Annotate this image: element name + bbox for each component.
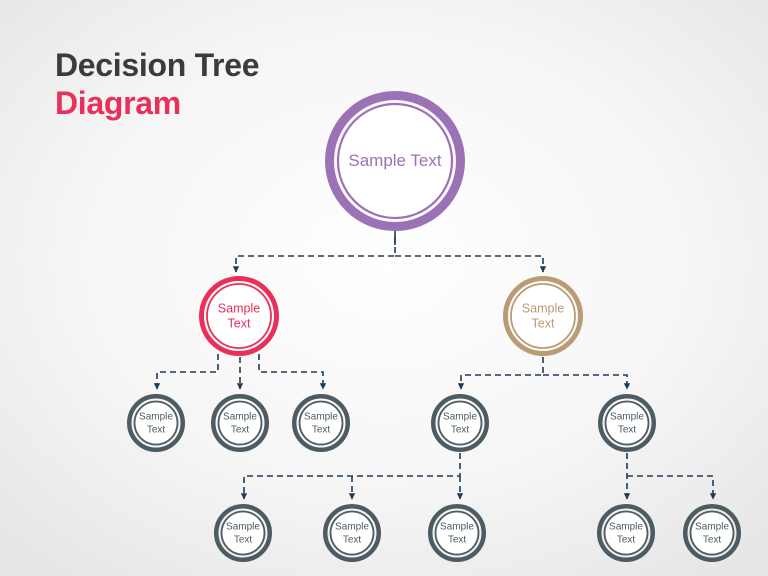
node-label-line: Sample xyxy=(226,522,260,533)
connector-left-to-l1 xyxy=(153,354,219,390)
node-outer-ring xyxy=(431,394,489,452)
node-outer-ring xyxy=(683,504,741,562)
node-outer-ring xyxy=(127,394,185,452)
node-label-line: Sample xyxy=(223,412,257,423)
node-label-line: Text xyxy=(618,425,637,436)
node-label-line: Text xyxy=(617,535,636,546)
node-inner-circle xyxy=(206,283,272,349)
node-label-line: Sample xyxy=(695,522,729,533)
connector-group xyxy=(153,231,717,500)
connector-r2-to-r2b xyxy=(627,475,717,500)
node-label-line: Text xyxy=(343,535,362,546)
node-inner-circle xyxy=(603,510,649,556)
node-inner-circle xyxy=(434,510,480,556)
node-root: Sample Text xyxy=(325,91,465,231)
node-label-line: Sample xyxy=(139,412,173,423)
node-outer-ring xyxy=(199,276,279,356)
node-label-line: Text xyxy=(448,535,467,546)
title-line-1: Decision Tree xyxy=(55,47,260,83)
node-label-line: Text xyxy=(451,425,470,436)
node-outer-ring xyxy=(503,276,583,356)
node-outer-ring xyxy=(428,504,486,562)
node-outer-ring xyxy=(325,91,465,231)
node-outer-ring xyxy=(597,504,655,562)
node-label-line: Sample xyxy=(522,301,564,315)
connector-right-to-r2 xyxy=(543,374,631,390)
node-label-line: Text xyxy=(234,535,253,546)
node-inner-circle xyxy=(329,510,375,556)
node-inner-circle xyxy=(604,400,650,446)
node-inner-circle xyxy=(133,400,179,446)
node-inner-circle xyxy=(220,510,266,556)
connector-root-to-right xyxy=(395,255,547,273)
node-label-line: Sample xyxy=(335,522,369,533)
node-label-line: Sample xyxy=(304,412,338,423)
node-outer-ring xyxy=(598,394,656,452)
node-label-line: Text xyxy=(147,425,166,436)
node-inner-circle xyxy=(336,102,454,220)
title-line-2: Diagram xyxy=(55,85,181,121)
node-group: Sample TextSampleTextSampleTextSampleTex… xyxy=(127,91,741,562)
node-outer-ring xyxy=(292,394,350,452)
diagram-title: Decision Tree Diagram xyxy=(55,46,260,122)
node-label-line: Text xyxy=(231,425,250,436)
node-label-line: Sample xyxy=(610,412,644,423)
connector-right-to-r1 xyxy=(457,357,544,390)
node-outer-ring xyxy=(214,504,272,562)
node-label-line: Sample xyxy=(218,301,260,315)
node-inner-circle xyxy=(217,400,263,446)
node-label-line: Text xyxy=(703,535,722,546)
node-inner-circle xyxy=(298,400,344,446)
node-inner-circle xyxy=(437,400,483,446)
node-label-line: Sample Text xyxy=(348,151,442,170)
node-label-line: Sample xyxy=(443,412,477,423)
node-label-line: Text xyxy=(312,425,331,436)
connector-root-to-left xyxy=(232,237,396,273)
node-label-line: Sample xyxy=(440,522,474,533)
node-inner-circle xyxy=(689,510,735,556)
node-outer-ring xyxy=(211,394,269,452)
node-inner-circle xyxy=(510,283,576,349)
connector-left-to-l3 xyxy=(258,354,327,390)
node-label-line: Text xyxy=(532,316,555,330)
node-label-line: Text xyxy=(228,316,251,330)
node-outer-ring xyxy=(323,504,381,562)
node-label-line: Sample xyxy=(609,522,643,533)
